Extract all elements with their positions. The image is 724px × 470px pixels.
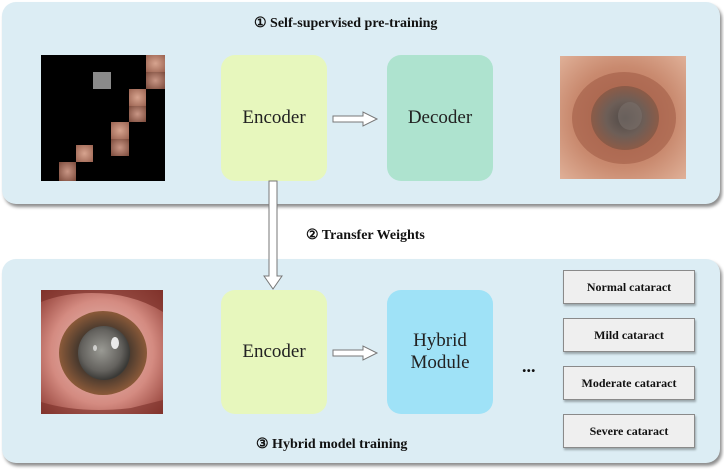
decoder-block: Decoder [387,55,493,181]
class-moderate-cataract: Moderate cataract [563,366,695,400]
hybrid-training-title: ③ Hybrid model training [256,437,408,452]
pretraining-title: ① Self-supervised pre-training [254,16,438,31]
eye-photo [41,290,163,414]
ellipsis: ... [522,356,536,376]
encoder-block-hybrid: Encoder [221,290,327,414]
encoder-label: Encoder [242,341,306,362]
hybrid-module-block: Hybrid Module [387,290,493,414]
hybrid-module-label: Hybrid Module [410,330,470,373]
encoder-label: Encoder [242,107,306,128]
class-mild-cataract: Mild cataract [563,318,695,352]
class-severe-cataract: Severe cataract [563,414,695,448]
encoder-block-pretrain: Encoder [221,55,327,181]
class-normal-cataract: Normal cataract [563,270,695,304]
decoder-label: Decoder [407,107,473,128]
reconstructed-eye-image [560,56,686,179]
masked-eye-image [41,55,165,181]
transfer-weights-label: ② Transfer Weights [306,228,425,243]
